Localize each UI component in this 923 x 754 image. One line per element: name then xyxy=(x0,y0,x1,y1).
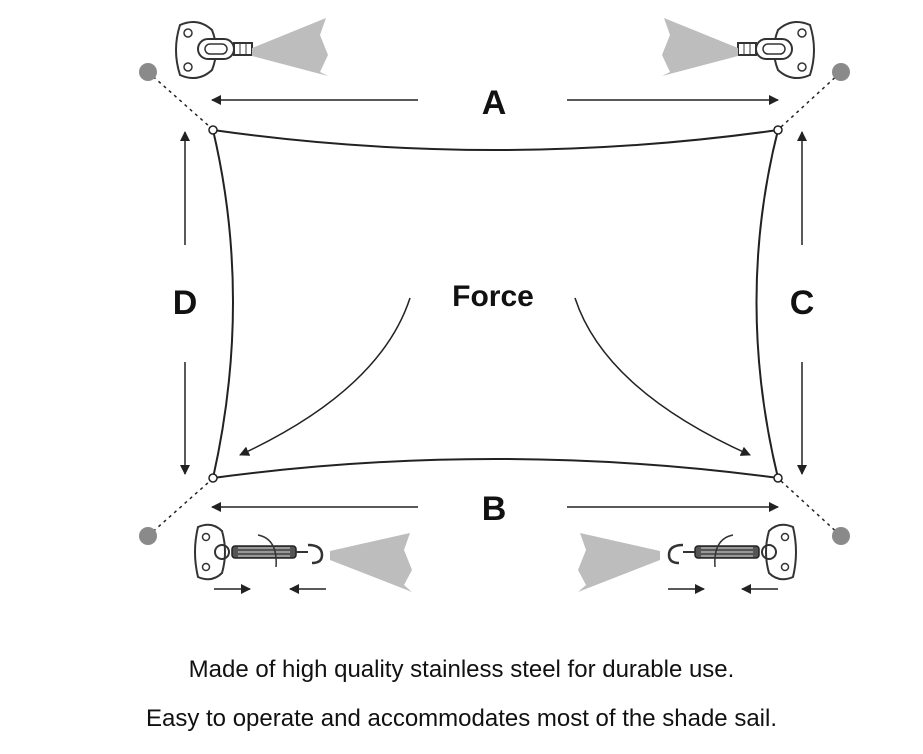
corner-ring-top-right xyxy=(773,125,783,135)
turnbuckle-wall-plate-icon xyxy=(667,523,797,581)
snap-hook-wall-plate-icon xyxy=(175,20,253,80)
wind-cone-bottom-left xyxy=(330,533,412,592)
corner-ring-bottom-right xyxy=(773,473,783,483)
tension-line-top-right xyxy=(780,71,842,128)
dimension-label-d: D xyxy=(173,284,198,322)
caption-ease-of-use: Easy to operate and accommodates most of… xyxy=(145,705,778,732)
anchor-point-bottom-right xyxy=(832,527,850,545)
caption-durability: Made of high quality stainless steel for… xyxy=(188,656,735,683)
corner-ring-top-left xyxy=(208,125,218,135)
snap-hook-wall-plate-icon xyxy=(737,20,815,80)
tension-line-top-left xyxy=(147,71,211,128)
wind-cone-top-right xyxy=(662,18,738,76)
anchor-point-bottom-left xyxy=(139,527,157,545)
wind-cone-top-left xyxy=(252,18,328,76)
turnbuckle-wall-plate-icon xyxy=(194,523,324,581)
force-arrow-right xyxy=(574,297,751,456)
force-arrow-left xyxy=(239,297,411,456)
force-label: Force xyxy=(452,280,534,313)
wind-cone-bottom-right xyxy=(578,533,660,592)
anchor-point-top-left xyxy=(139,63,157,81)
dimension-label-b: B xyxy=(482,490,507,528)
anchor-point-top-right xyxy=(832,63,850,81)
dimension-label-a: A xyxy=(482,84,507,122)
dimension-label-c: C xyxy=(790,284,815,322)
corner-ring-bottom-left xyxy=(208,473,218,483)
